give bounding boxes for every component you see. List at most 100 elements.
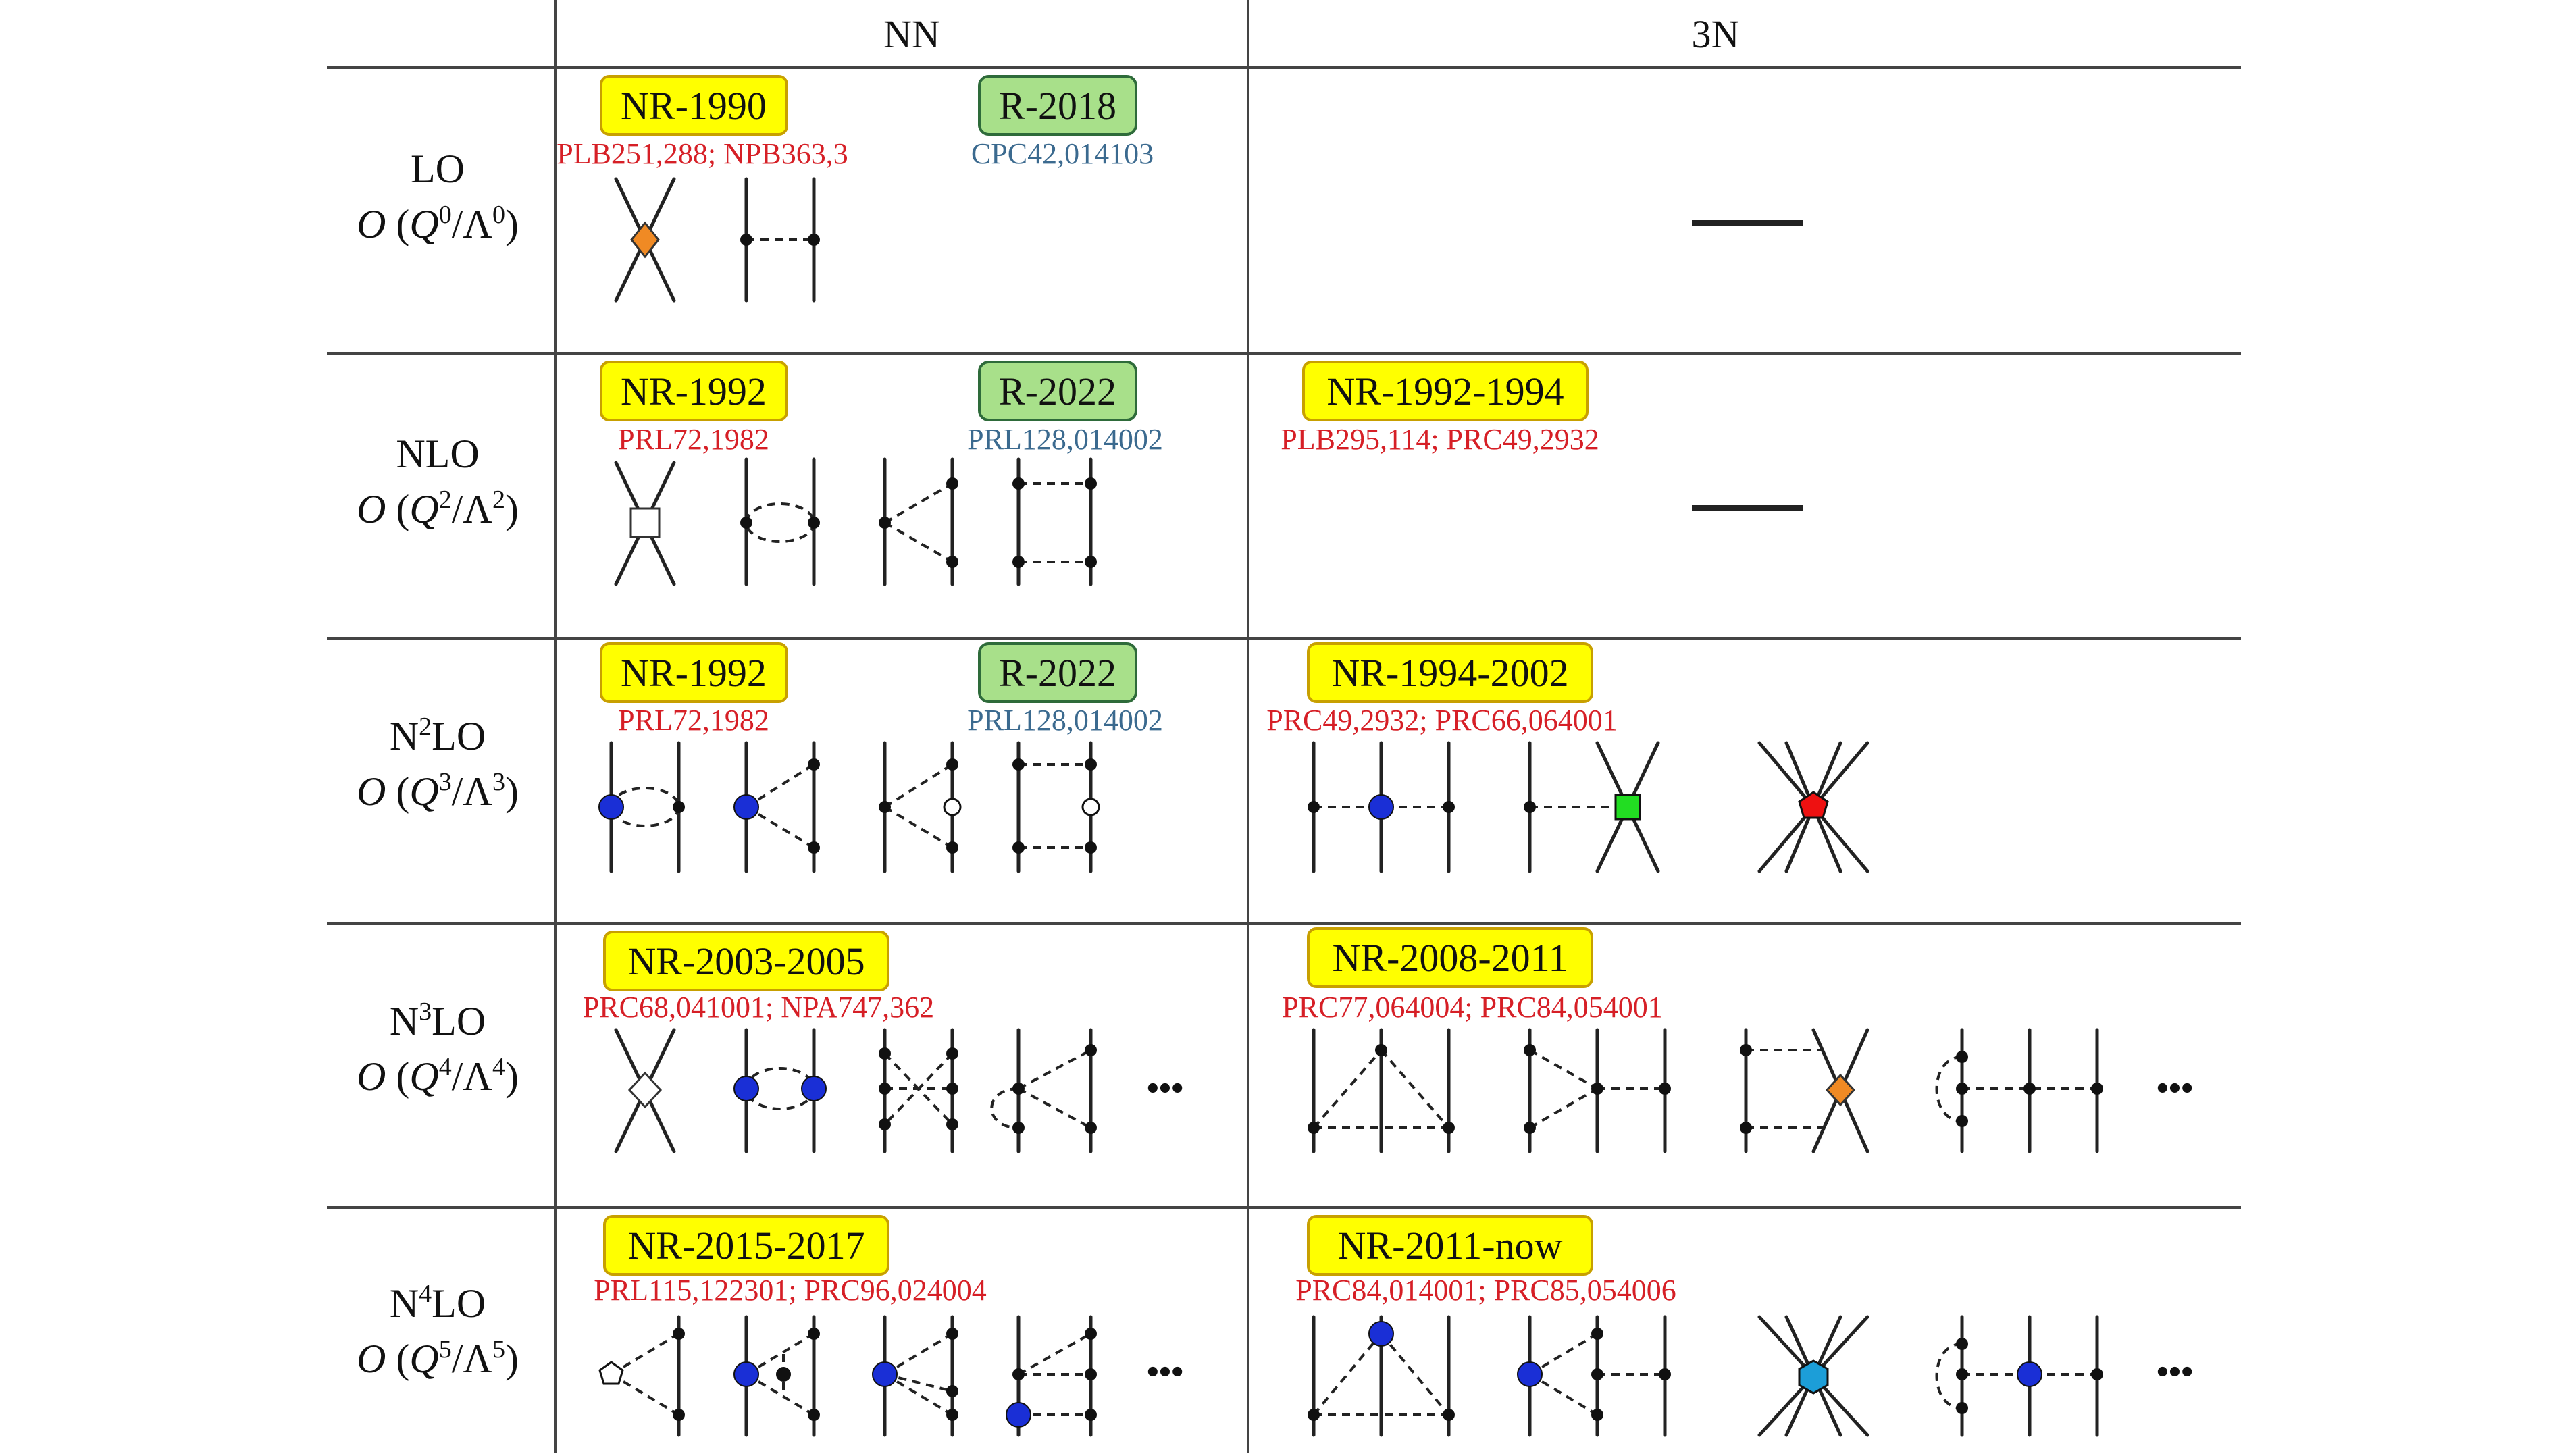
- 3n-n4lo-ellipsis: •••: [2157, 1353, 2194, 1391]
- row-label-lo: LO O (Q0/Λ0): [357, 147, 519, 246]
- vertex-blue-icon: [1517, 1361, 1543, 1387]
- svg-text:NR-2011-now: NR-2011-now: [1338, 1224, 1563, 1268]
- diagram-3n-n3lo-ring: [1308, 1028, 1455, 1153]
- diagram-nn-lo-ope: [740, 177, 820, 303]
- 3n-n2lo-nr-ref: PRC49,2932; PRC66,064001: [1266, 704, 1618, 737]
- vertex-pentagon-open-icon: [598, 1361, 624, 1385]
- nn-n3lo-nr-tag: NR-2003-2005: [603, 931, 889, 991]
- vertex-blue-icon: [733, 1076, 759, 1101]
- diagram-nn-n4lo-triangle-double: [872, 1315, 958, 1437]
- row-label-n4lo: N4LO O (Q5/Λ5): [357, 1280, 519, 1381]
- vertex-blue-icon: [1368, 1321, 1394, 1347]
- row-order: O (Q0/Λ0): [357, 201, 519, 246]
- contact-vertex-square-icon: [629, 507, 661, 538]
- row-label-nlo: NLO O (Q2/Λ2): [357, 432, 519, 531]
- svg-text:NR-2008-2011: NR-2008-2011: [1332, 936, 1568, 980]
- diagram-3n-n3lo-triangle-exch: [1524, 1028, 1671, 1153]
- row-label-n2lo: N2LO O (Q3/Λ3): [357, 712, 519, 814]
- row-name: N3LO: [390, 997, 486, 1043]
- contact-vertex-diamond-open-icon: [627, 1071, 663, 1109]
- vertex-blue-icon: [1368, 794, 1394, 820]
- diagram-3n-n2lo-tpe: [1308, 741, 1455, 873]
- diagram-3n-n4lo-contact-cyan: [1757, 1315, 1869, 1437]
- vertex-green-icon: [1614, 794, 1641, 821]
- vertex-blue-icon: [872, 1361, 898, 1387]
- diagram-nn-n4lo-box-blue: [1006, 1315, 1097, 1437]
- vertex-blue-icon: [801, 1076, 827, 1101]
- svg-text:R-2022: R-2022: [999, 369, 1116, 413]
- 3n-nlo-nr-tag: NR-1992-1994: [1302, 361, 1589, 421]
- diagram-nn-n3lo-crossed: [879, 1028, 958, 1153]
- diagram-nn-nlo-football: [740, 457, 820, 586]
- table-grid: [327, 0, 2241, 1453]
- row-name: NLO: [396, 432, 479, 476]
- svg-text:NR-1992: NR-1992: [621, 651, 767, 695]
- diagram-nn-n2lo-triangle-blue: [733, 741, 820, 873]
- row-name: N4LO: [390, 1280, 486, 1326]
- row-label-n3lo: N3LO O (Q4/Λ4): [357, 997, 519, 1099]
- nn-n4lo-nr-ref: PRL115,122301; PRC96,024004: [594, 1274, 986, 1307]
- row-name: N2LO: [390, 712, 486, 758]
- 3n-n3lo-nr-tag: NR-2008-2011: [1307, 927, 1593, 988]
- 3n-n3lo-ellipsis: •••: [2157, 1069, 2194, 1108]
- vertex-red-icon: [1798, 791, 1829, 819]
- 3n-n2lo-nr-tag: NR-1994-2002: [1307, 642, 1593, 703]
- diagram-nn-n2lo-box-open: [1012, 741, 1100, 873]
- nn-n2lo-nr-tag: NR-1992: [600, 642, 788, 703]
- diagram-nn-n4lo-triangle-pentagon: [598, 1315, 685, 1437]
- diagram-nn-nlo-contact: [614, 461, 676, 586]
- nn-n2lo-nr-ref: PRL72,1982: [618, 704, 769, 737]
- nn-nlo-nr-ref: PRL72,1982: [618, 423, 769, 456]
- diagram-nn-nlo-box: [1012, 457, 1097, 586]
- svg-text:NR-2003-2005: NR-2003-2005: [627, 939, 865, 983]
- svg-text:NR-1994-2002: NR-1994-2002: [1331, 651, 1568, 695]
- nn-nlo-r-ref: PRL128,014002: [967, 423, 1163, 456]
- diagram-nn-n3lo-football-blue: [733, 1028, 827, 1153]
- 3n-n4lo-nr-ref: PRC84,014001; PRC85,054006: [1295, 1274, 1676, 1307]
- diagram-nn-n3lo-loop-triangle: [990, 1028, 1097, 1153]
- nn-n4lo-ellipsis: •••: [1147, 1353, 1184, 1391]
- diagram-nn-n2lo-football-blue: [598, 741, 685, 873]
- nn-n3lo-ellipsis: •••: [1147, 1069, 1184, 1108]
- svg-text:NR-2015-2017: NR-2015-2017: [627, 1224, 865, 1268]
- nn-n4lo-nr-tag: NR-2015-2017: [603, 1215, 889, 1276]
- nn-n2lo-r-tag: R-2022: [978, 642, 1137, 703]
- vertex-open-icon: [943, 798, 962, 816]
- vertex-blue-icon: [733, 1361, 759, 1387]
- diagram-3n-n4lo-ring-blue: [1308, 1315, 1455, 1437]
- nn-lo-r-tag: R-2018: [978, 75, 1137, 136]
- diagram-3n-n3lo-box-contact: [1740, 1028, 1869, 1153]
- svg-text:R-2018: R-2018: [999, 84, 1116, 128]
- diagram-nn-lo-contact: [614, 177, 676, 303]
- row-order: O (Q5/Λ5): [357, 1335, 519, 1381]
- contact-vertex-orange-icon: [630, 221, 660, 259]
- vertex-blue-icon: [1006, 1402, 1031, 1428]
- vertex-blue-icon: [598, 794, 624, 820]
- nn-n3lo-nr-ref: PRC68,041001; NPA747,362: [583, 991, 934, 1024]
- 3n-nlo-nr-ref: PLB295,114; PRC49,2932: [1281, 423, 1599, 456]
- diagram-nn-n4lo-triangle-blue-cross: [733, 1315, 820, 1437]
- header-3n: 3N: [1692, 12, 1740, 56]
- diagram-nn-nlo-triangle: [879, 457, 958, 586]
- vertex-open-icon: [1081, 798, 1100, 816]
- diagram-nn-n3lo-contact: [614, 1028, 676, 1153]
- nn-lo-nr-ref: PLB251,288; NPB363,3: [557, 137, 848, 170]
- nn-lo-r-ref: CPC42,014103: [971, 137, 1154, 170]
- svg-text:NR-1992: NR-1992: [621, 369, 767, 413]
- diagram-nn-n2lo-triangle-open: [879, 741, 962, 873]
- svg-text:NR-1990: NR-1990: [621, 84, 767, 128]
- row-order: O (Q4/Λ4): [357, 1053, 519, 1099]
- diagram-3n-n3lo-loop-tpe: [1935, 1028, 2103, 1153]
- diagram-3n-n2lo-one-pion-contact: [1524, 741, 1660, 873]
- vertex-cyan-icon: [1798, 1359, 1829, 1395]
- nn-nlo-r-tag: R-2022: [978, 361, 1137, 421]
- vertex-blue-icon: [733, 794, 759, 820]
- nn-lo-nr-tag: NR-1990: [600, 75, 788, 136]
- row-name: LO: [411, 147, 465, 191]
- row-order: O (Q2/Λ2): [357, 486, 519, 531]
- 3n-n3lo-nr-ref: PRC77,064004; PRC84,054001: [1282, 991, 1663, 1024]
- contact-vertex-orange-icon: [1825, 1073, 1856, 1107]
- diagram-3n-n4lo-triangle-exch-blue: [1517, 1315, 1671, 1437]
